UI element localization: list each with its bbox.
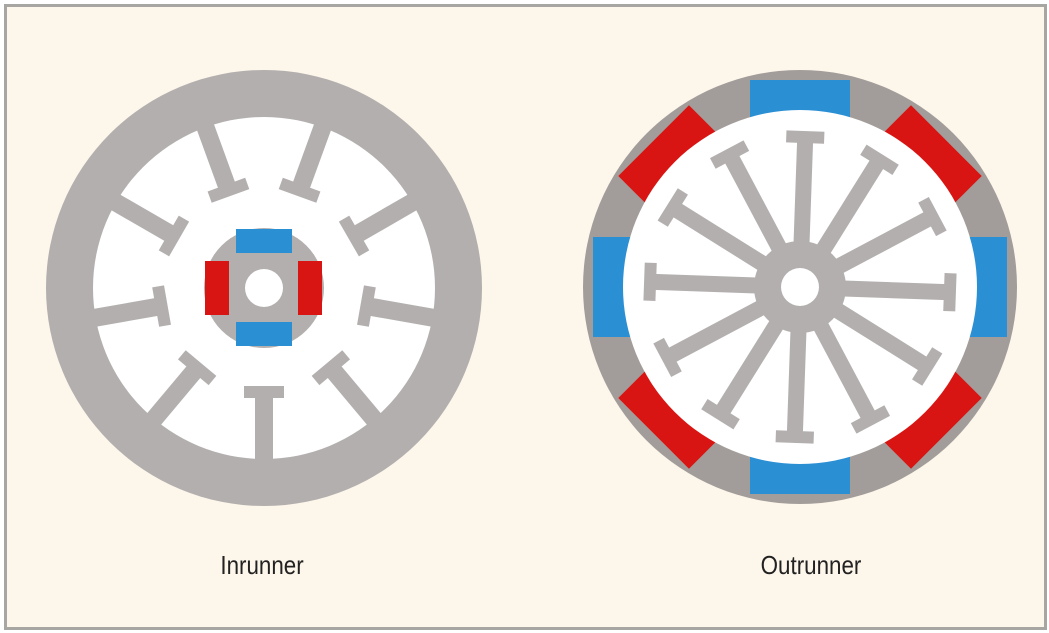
outrunner-magnet-red xyxy=(618,105,719,206)
inrunner-stator-tooth xyxy=(338,192,421,257)
inrunner-magnet-bottom xyxy=(236,322,292,346)
outrunner-stator-arm xyxy=(643,262,761,301)
inrunner-magnet-top xyxy=(236,229,292,253)
outrunner-magnet-blue xyxy=(593,237,635,337)
inrunner-motor xyxy=(46,70,482,506)
outrunner-magnet-red xyxy=(881,368,982,469)
inrunner-magnet-right xyxy=(298,261,322,315)
figure-frame: Inrunner Outrunner xyxy=(4,4,1047,630)
outrunner-label: Outrunner xyxy=(760,550,862,580)
outrunner-stator-arm xyxy=(831,196,947,276)
inrunner-stator-tooth xyxy=(144,350,217,428)
inrunner-stator-tooth xyxy=(90,285,171,328)
outrunner-stator-arm xyxy=(811,318,891,434)
inrunner-stator-tooth xyxy=(244,386,284,463)
outrunner-stator-arm xyxy=(701,316,786,430)
inrunner-stator-tooth xyxy=(195,120,250,203)
inrunner-stator-tooth xyxy=(278,120,333,203)
inrunner-label: Inrunner xyxy=(220,550,304,580)
inrunner-stator-tooth xyxy=(107,192,190,257)
inrunner-shaft-hole xyxy=(245,269,283,307)
motor-comparison-diagram xyxy=(46,70,1017,506)
inrunner-stator-tooth xyxy=(311,350,384,428)
outrunner-stator-arms xyxy=(643,130,957,444)
outrunner-stator-arm xyxy=(657,188,771,273)
outrunner-stator-arm xyxy=(786,130,825,248)
outrunner-shaft-hole xyxy=(781,268,819,306)
outrunner-stator-arm xyxy=(839,273,957,312)
outrunner-stator-arm xyxy=(775,326,814,444)
inrunner-stator-teeth xyxy=(90,120,438,463)
outrunner-magnet-red xyxy=(881,105,982,206)
outrunner-magnet-blue xyxy=(965,237,1007,337)
inrunner-stator-tooth xyxy=(357,285,438,328)
outrunner-stator-arm xyxy=(829,301,943,386)
inrunner-magnet-left xyxy=(205,261,229,315)
outrunner-stator-arm xyxy=(814,144,899,258)
outrunner-stator-arm xyxy=(653,298,769,378)
outrunner-magnet-red xyxy=(618,368,719,469)
outrunner-stator-arm xyxy=(709,140,789,256)
outrunner-motor xyxy=(583,70,1017,504)
